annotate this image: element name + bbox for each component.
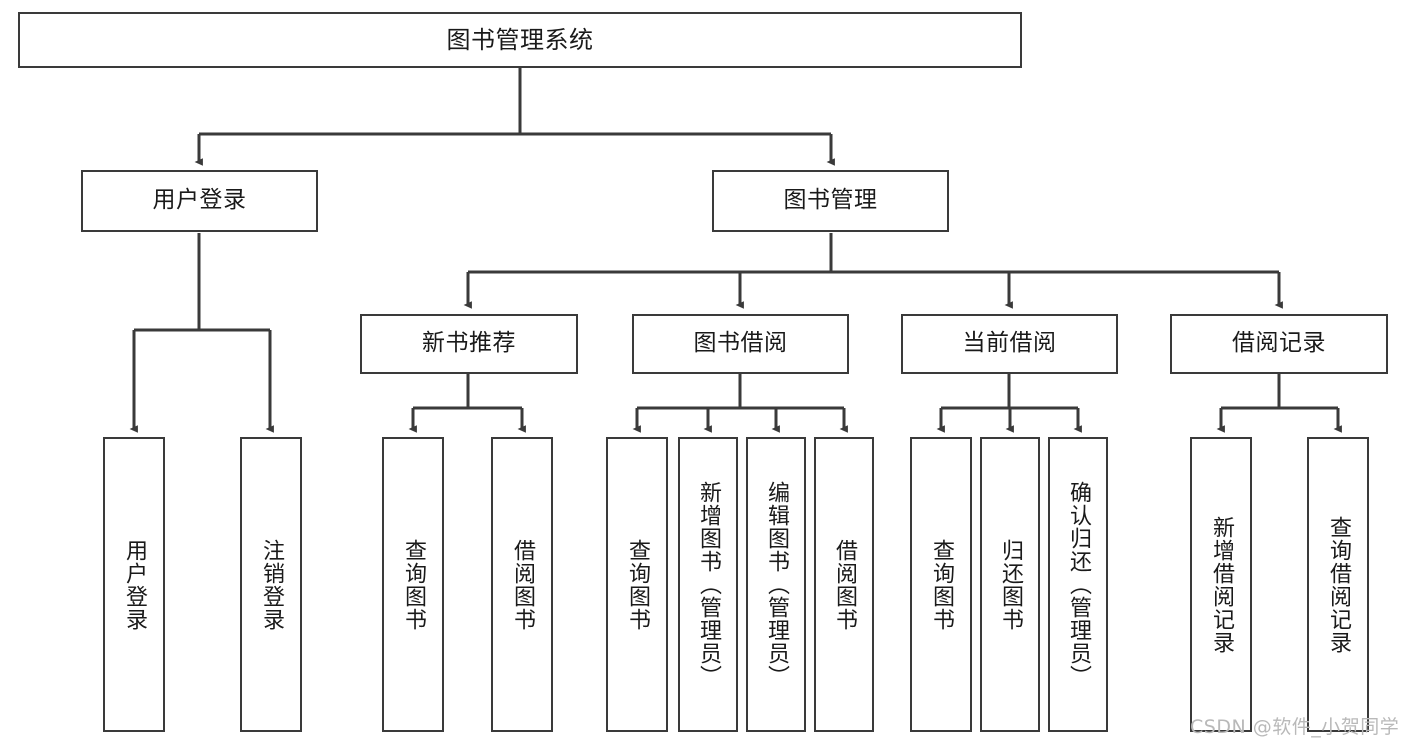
node-book-manage[interactable]: 图书管理 — [712, 170, 949, 232]
node-user-login[interactable]: 用户登录 — [81, 170, 318, 232]
node-current-borrow-label: 当前借阅 — [962, 330, 1057, 357]
leaf-book-borrow-query[interactable]: 查询图书 — [606, 437, 668, 732]
leaf-user-login-signout-label: 注销登录 — [258, 538, 284, 631]
node-root-system-label: 图书管理系统 — [446, 25, 594, 54]
leaf-book-borrow-query-label: 查询图书 — [624, 538, 650, 631]
leaf-book-borrow-add[interactable]: 新增图书（管理员） — [678, 437, 738, 732]
leaf-new-book-borrow[interactable]: 借阅图书 — [491, 437, 553, 732]
leaf-new-book-query-label: 查询图书 — [400, 538, 426, 631]
node-book-manage-label: 图书管理 — [783, 187, 878, 214]
csdn-watermark: CSDN @软件_小贺同学 — [1190, 716, 1400, 738]
node-root-system[interactable]: 图书管理系统 — [18, 12, 1022, 68]
leaf-borrow-record-add-label: 新增借阅记录 — [1208, 515, 1234, 654]
node-book-borrow-label: 图书借阅 — [693, 330, 788, 357]
leaf-book-borrow-borrow-label: 借阅图书 — [831, 538, 857, 631]
leaf-current-borrow-query-label: 查询图书 — [928, 538, 954, 631]
node-new-book-recommend-label: 新书推荐 — [422, 330, 516, 357]
leaf-new-book-query[interactable]: 查询图书 — [382, 437, 444, 732]
node-new-book-recommend[interactable]: 新书推荐 — [360, 314, 578, 374]
node-current-borrow[interactable]: 当前借阅 — [901, 314, 1118, 374]
leaf-book-borrow-edit[interactable]: 编辑图书（管理员） — [746, 437, 806, 732]
leaf-new-book-borrow-label: 借阅图书 — [509, 538, 535, 631]
leaf-current-borrow-confirm-label: 确认归还（管理员） — [1065, 481, 1091, 688]
leaf-book-borrow-add-label: 新增图书（管理员） — [695, 481, 721, 688]
leaf-book-borrow-edit-label: 编辑图书（管理员） — [763, 481, 789, 688]
leaf-current-borrow-confirm[interactable]: 确认归还（管理员） — [1048, 437, 1108, 732]
leaf-current-borrow-return[interactable]: 归还图书 — [980, 437, 1040, 732]
node-user-login-label: 用户登录 — [152, 187, 247, 214]
leaf-current-borrow-return-label: 归还图书 — [997, 538, 1023, 631]
leaf-book-borrow-borrow[interactable]: 借阅图书 — [814, 437, 874, 732]
leaf-borrow-record-query[interactable]: 查询借阅记录 — [1307, 437, 1369, 732]
leaf-borrow-record-add[interactable]: 新增借阅记录 — [1190, 437, 1252, 732]
node-borrow-record-label: 借阅记录 — [1232, 330, 1326, 357]
node-borrow-record[interactable]: 借阅记录 — [1170, 314, 1388, 374]
leaf-borrow-record-query-label: 查询借阅记录 — [1325, 515, 1351, 654]
leaf-user-login-signin[interactable]: 用户登录 — [103, 437, 165, 732]
leaf-user-login-signin-label: 用户登录 — [121, 538, 147, 631]
leaf-current-borrow-query[interactable]: 查询图书 — [910, 437, 972, 732]
leaf-user-login-signout[interactable]: 注销登录 — [240, 437, 302, 732]
node-book-borrow[interactable]: 图书借阅 — [632, 314, 849, 374]
